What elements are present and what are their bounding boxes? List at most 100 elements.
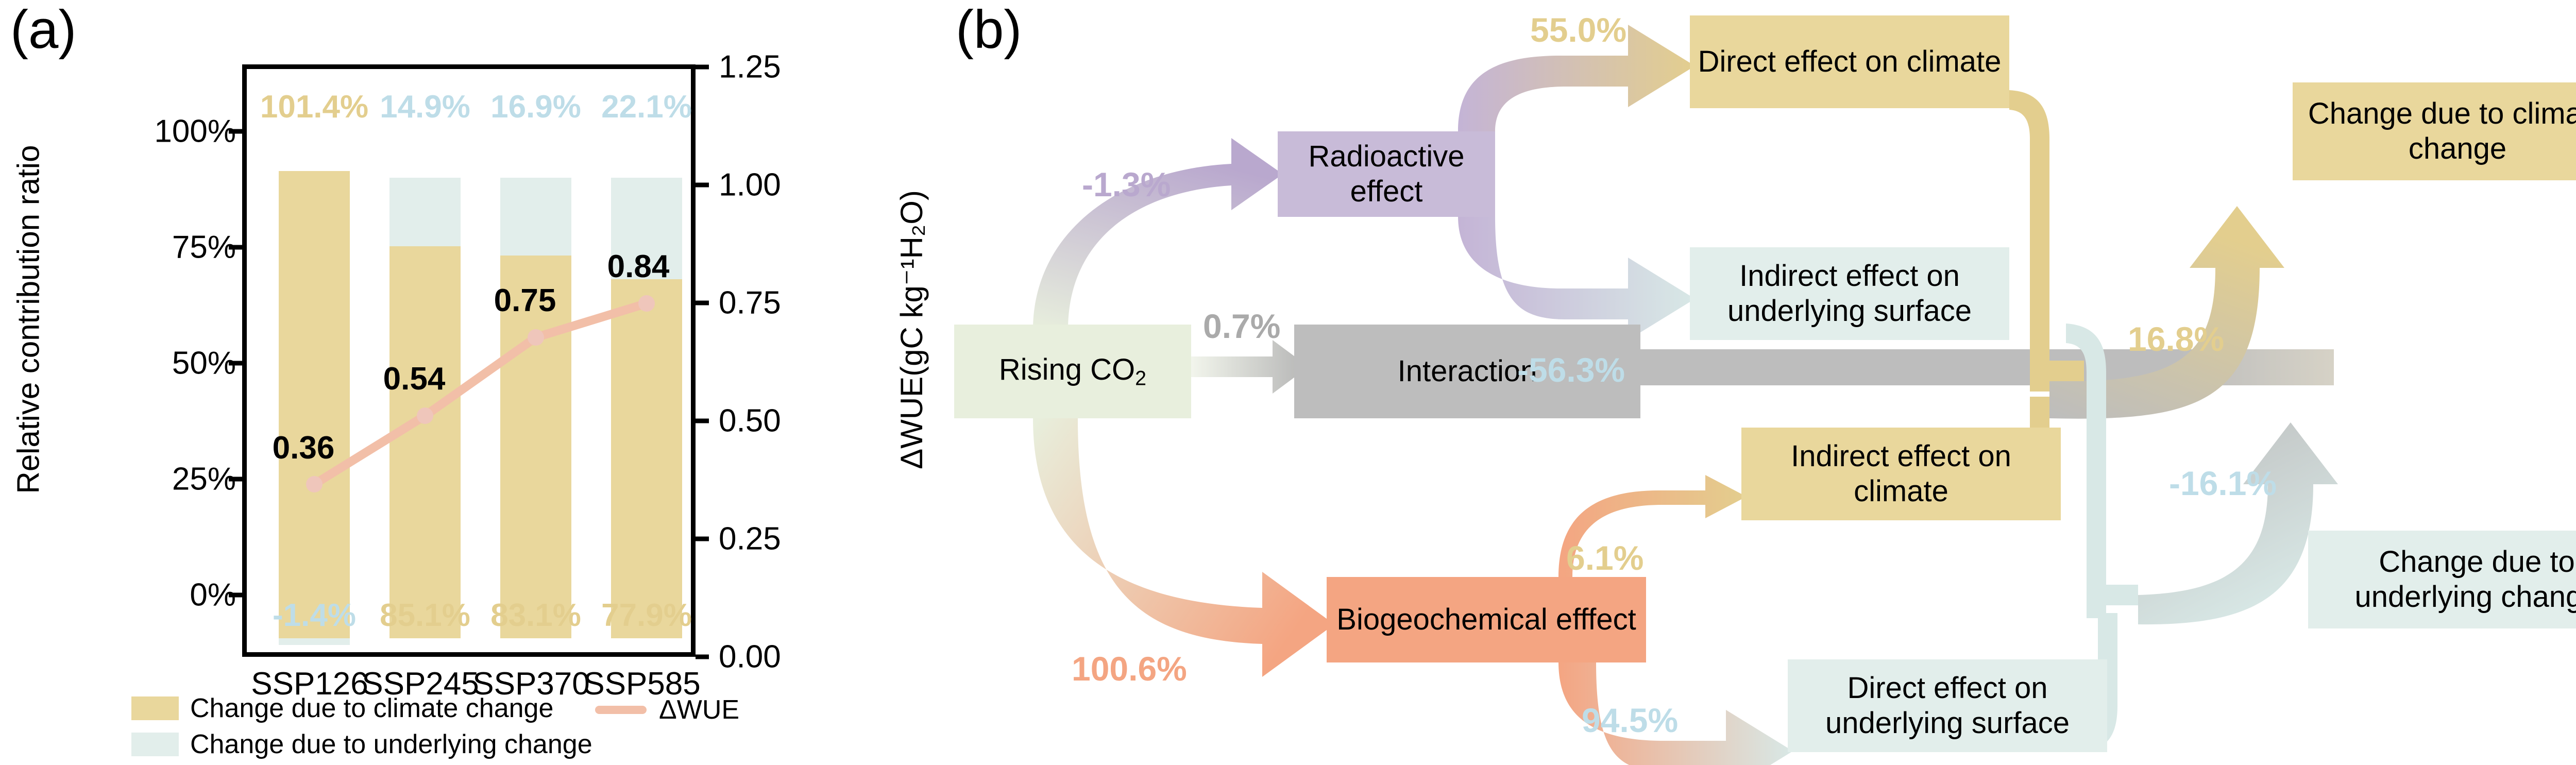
node-direct-effect-on-underlying-surface[interactable]: Direct effect on underlying surface <box>1788 659 2107 752</box>
y-axis-left-tick-label: 50% <box>172 345 236 381</box>
legend-label-delta-wue: ΔWUE <box>659 695 740 725</box>
y-axis-right-tick-label: 0.00 <box>719 639 781 675</box>
bar-segment-underlying <box>500 178 571 256</box>
delta-wue-value-label: 0.84 <box>607 249 670 284</box>
pct-radioactive-to-direct-climate: 55.0% <box>1530 11 1627 49</box>
bar-bottom-label: -1.4% <box>273 598 356 633</box>
bar-top-label: 22.1% <box>601 89 692 125</box>
flow-to-change-underlying <box>2138 422 2338 625</box>
delta-wue-point <box>306 476 323 492</box>
panel-b: (b) <box>943 0 2576 765</box>
y-axis-right-tick-label: 0.25 <box>719 521 781 557</box>
y-axis-right-tick <box>696 182 709 188</box>
delta-wue-value-label: 0.54 <box>383 361 446 397</box>
bar-segment-underlying <box>611 178 682 279</box>
y-axis-left-tick <box>229 477 242 482</box>
flow-co2-to-interaction <box>1191 340 1309 394</box>
legend-swatch-climate <box>131 696 179 720</box>
pct-co2-to-biogeochemical: 100.6% <box>1072 650 1187 688</box>
bar-segment-underlying <box>279 638 350 645</box>
y-axis-right-tick-label: 0.75 <box>719 285 781 321</box>
pct-biogeochemical-to-indirect-climate: 6.1% <box>1566 539 1644 577</box>
legend-label-underlying: Change due to underlying change <box>190 729 592 759</box>
bar-top-label: 101.4% <box>260 89 369 125</box>
node-label-rising-co2: Rising CO2 <box>998 353 1147 390</box>
delta-wue-value-label: 0.75 <box>494 283 556 318</box>
y-axis-right-tick <box>696 536 709 541</box>
bar-segment-climate <box>611 279 682 638</box>
legend-swatch-underlying <box>131 733 179 756</box>
flow-biogeochemical-to-indirect-climate <box>1558 475 1747 577</box>
node-indirect-effect-on-underlying-surface[interactable]: Indirect effect on underlying surface <box>1690 247 2009 340</box>
y-axis-left-tick <box>229 361 242 366</box>
x-axis-tick-label-ssp126: SSP126 <box>251 666 368 702</box>
flow-indirect-underlying-to-junction <box>2066 324 2138 618</box>
panel-a-label: (a) <box>10 0 77 60</box>
pct-biogeochemical-to-direct-underlying: 94.5% <box>1582 701 1679 739</box>
y-axis-left-tick-label: 0% <box>190 577 236 613</box>
flow-direct-climate-to-junction <box>2009 90 2084 392</box>
node-change-due-to-underlying-change[interactable]: Change due to underlying change <box>2308 531 2576 628</box>
pct-co2-to-interaction: 0.7% <box>1203 307 1281 345</box>
y-axis-left-tick-label: 75% <box>172 229 236 265</box>
pct-to-change-underlying: -16.1% <box>2169 464 2277 502</box>
legend-label-climate: Change due to climate change <box>190 693 554 723</box>
y-axis-right-tick <box>696 300 709 305</box>
y-axis-left-title: Relative contribution ratio <box>11 145 46 494</box>
delta-wue-value-label: 0.36 <box>272 430 335 466</box>
legend-item-underlying: Change due to underlying change <box>131 729 592 760</box>
node-change-due-to-climate-change[interactable]: Change due to climate change <box>2293 82 2576 180</box>
y-axis-left-tick-label: 100% <box>154 113 236 149</box>
legend-item-climate: Change due to climate change <box>131 693 592 724</box>
flow-co2-to-biogeochemical <box>1033 418 1334 677</box>
y-axis-right-tick-label: 1.25 <box>719 49 781 85</box>
delta-wue-polyline <box>310 299 651 489</box>
flow-radioactive-to-indirect-underlying <box>1458 216 1695 340</box>
y-axis-right-tick-label: 0.50 <box>719 403 781 439</box>
node-rising-co2[interactable]: Rising CO2 <box>954 325 1191 418</box>
delta-wue-point <box>638 295 655 312</box>
flow-diagram <box>1033 25 2338 765</box>
flow-biogeochemical-to-direct-underlying <box>1558 662 1793 765</box>
bar-segment-climate <box>389 246 461 638</box>
bar-top-label: 14.9% <box>380 89 470 125</box>
delta-wue-point <box>417 407 433 424</box>
node-interaction[interactable]: Interaction <box>1294 325 1640 418</box>
flow-to-change-climate <box>2049 206 2284 419</box>
x-axis-tick-label-ssp245: SSP245 <box>362 666 479 702</box>
y-axis-left-tick <box>229 245 242 250</box>
flow-radioactive-to-direct-climate <box>1458 25 1695 131</box>
panel-b-label: (b) <box>956 0 1022 60</box>
plot-area: 101.4% 14.9% 16.9% 22.1% -1.4% 85.1% 83.… <box>242 64 696 657</box>
y-axis-right-title: ΔWUE(gC kg⁻¹H₂O) <box>894 190 929 469</box>
legend-line-delta-wue <box>595 706 647 714</box>
y-axis-right-tick-label: 1.00 <box>719 167 781 203</box>
bar-bottom-label: 77.9% <box>601 598 692 633</box>
legend-right-column: ΔWUE <box>595 694 739 725</box>
node-direct-effect-on-climate[interactable]: Direct effect on climate <box>1690 15 2009 108</box>
y-axis-left-tick-label: 25% <box>172 461 236 497</box>
y-axis-left-tick <box>229 129 242 134</box>
legend-left-column: Change due to climate change Change due … <box>131 693 592 765</box>
node-radioactive-effect[interactable]: Radioactive effect <box>1278 131 1495 217</box>
pct-radioactive-to-indirect-underlying: -56.3% <box>1517 351 1625 389</box>
y-axis-right-tick <box>696 418 709 423</box>
bar-bottom-label: 83.1% <box>490 598 581 633</box>
pct-to-change-climate: 16.8% <box>2128 320 2225 358</box>
bar-top-label: 16.9% <box>490 89 581 125</box>
delta-wue-line-chart <box>306 295 655 492</box>
x-axis-tick-label-ssp370: SSP370 <box>472 666 590 702</box>
bar-segment-climate <box>500 256 571 638</box>
x-axis-tick-label-ssp585: SSP585 <box>583 666 701 702</box>
pct-co2-to-radioactive: -1.3% <box>1082 165 1171 203</box>
delta-wue-point <box>528 329 544 346</box>
y-axis-right-tick <box>696 654 709 659</box>
node-indirect-effect-on-climate[interactable]: Indirect effect on climate <box>1741 428 2061 520</box>
bar-segment-underlying <box>389 178 461 246</box>
panel-a: (a) 100% 75% 50% 25% 0% Relative contrib… <box>0 0 943 762</box>
bar-segment-climate <box>279 171 350 638</box>
bar-bottom-label: 85.1% <box>380 598 470 633</box>
y-axis-left-tick <box>229 592 242 598</box>
y-axis-right-tick <box>696 64 709 70</box>
node-biogeochemical-effect[interactable]: Biogeochemical efffect <box>1327 577 1646 662</box>
